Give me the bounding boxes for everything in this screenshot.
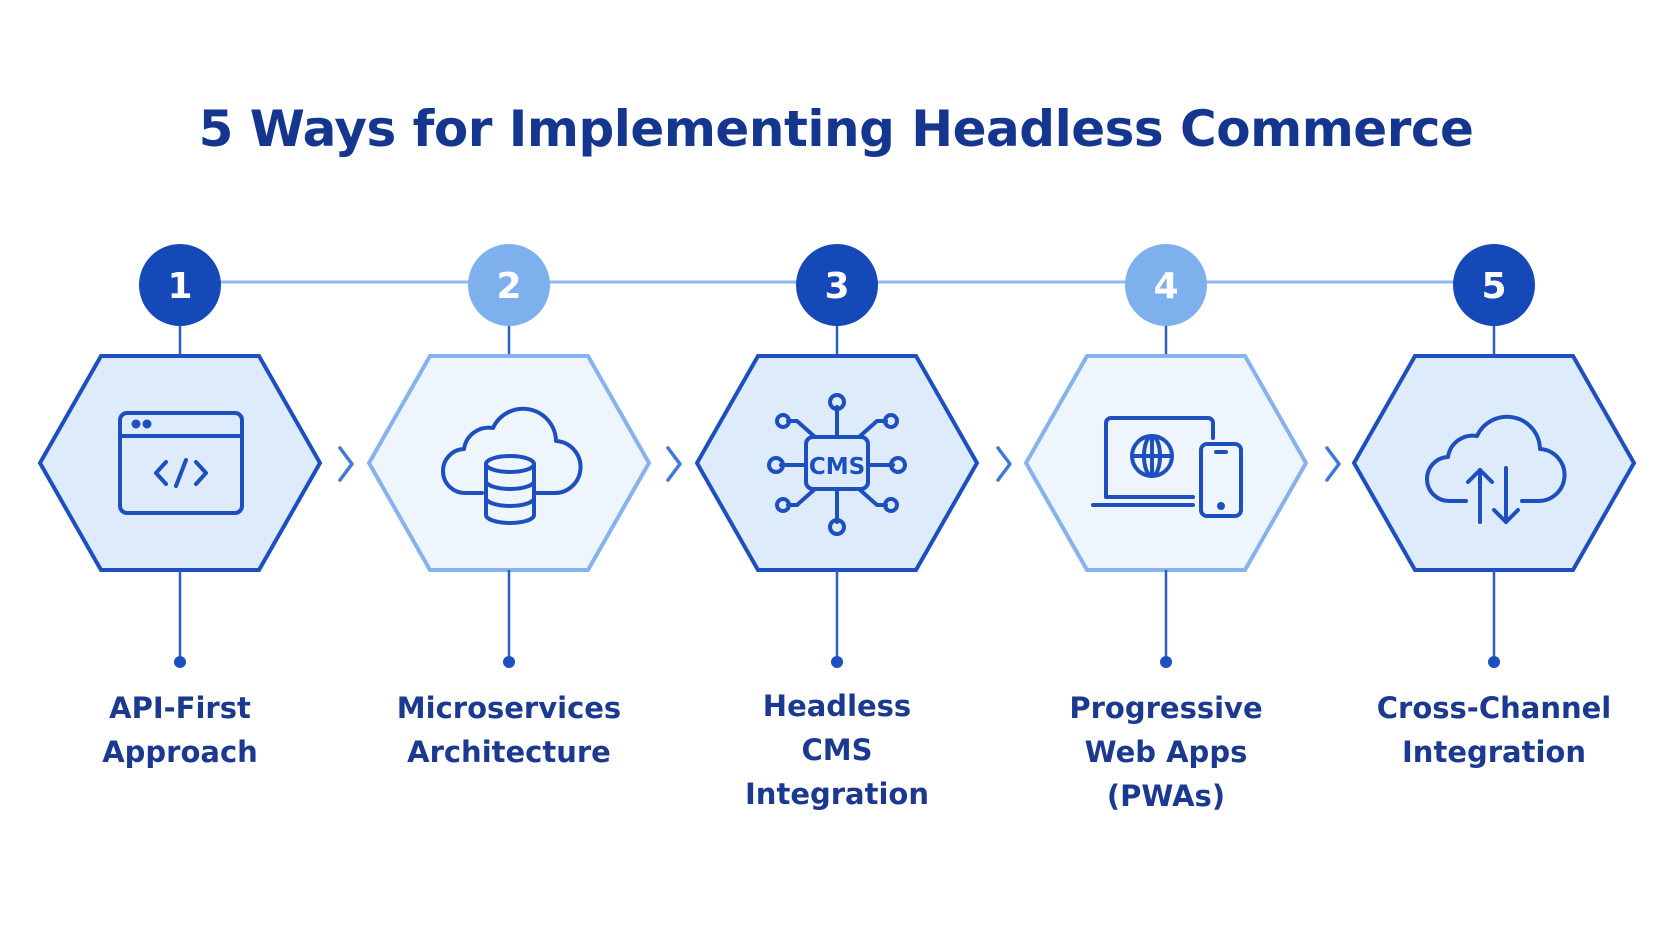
step-3-label: Headless CMS Integration (707, 684, 967, 816)
step-4: 4 (1023, 244, 1309, 668)
step-5-number-badge (1453, 244, 1535, 326)
step-3-label-line-1: Headless (762, 689, 912, 723)
step-1-label-line-1: API-First (109, 691, 251, 725)
step-3-number: 3 (824, 266, 849, 307)
cms-network-icon (767, 393, 907, 536)
step-5-label-line-1: Cross-Channel (1376, 691, 1612, 725)
chevron-right-icon (338, 446, 354, 482)
chevron-right-icon (666, 446, 682, 482)
step-5-number: 5 (1481, 266, 1506, 307)
step-2-number: 2 (496, 266, 521, 307)
chevron-right-icon (1325, 446, 1341, 482)
page-title: 5 Ways for Implementing Headless Commerc… (198, 100, 1474, 158)
step-3-label-line-3: Integration (745, 777, 929, 811)
step-4-end-dot (1160, 656, 1172, 668)
step-4-label-line-1: Progressive (1069, 691, 1263, 725)
step-5-hexagon (1351, 354, 1637, 572)
code-window-icon (118, 411, 244, 515)
cms-icon-text: CMS (809, 454, 865, 480)
step-2-label-line-2: Architecture (407, 735, 611, 769)
step-2-label-line-1: Microservices (396, 691, 622, 725)
step-3-number-badge (796, 244, 878, 326)
step-4-hexagon (1023, 354, 1309, 572)
step-2: 2 (366, 244, 652, 668)
step-1-hexagon (37, 354, 323, 572)
step-4-label: Progressive Web Apps (PWAs) (1036, 686, 1296, 818)
step-5: 5 (1351, 244, 1637, 668)
step-3: 3 CMS (694, 244, 980, 668)
step-1-number: 1 (167, 266, 192, 307)
chevron-right-icon (996, 446, 1012, 482)
step-1: 1 (37, 244, 323, 668)
step-5-end-dot (1488, 656, 1500, 668)
step-4-label-line-2: Web Apps (1084, 735, 1248, 769)
laptop-phone-globe-icon (1091, 416, 1243, 518)
cloud-sync-icon (1425, 414, 1567, 524)
step-1-label-line-2: Approach (102, 735, 258, 769)
step-1-label: API-First Approach (50, 686, 310, 774)
step-2-end-dot (503, 656, 515, 668)
step-2-number-badge (468, 244, 550, 326)
step-1-number-badge (139, 244, 221, 326)
step-4-number-badge (1125, 244, 1207, 326)
step-2-label: Microservices Architecture (379, 686, 639, 774)
step-3-end-dot (831, 656, 843, 668)
step-4-number: 4 (1153, 266, 1178, 307)
step-5-label-line-2: Integration (1402, 735, 1586, 769)
step-4-label-line-3: (PWAs) (1106, 779, 1226, 813)
step-1-end-dot (174, 656, 186, 668)
cloud-database-icon (441, 406, 583, 525)
step-3-label-line-2: CMS (801, 733, 873, 767)
step-5-label: Cross-Channel Integration (1364, 686, 1624, 774)
